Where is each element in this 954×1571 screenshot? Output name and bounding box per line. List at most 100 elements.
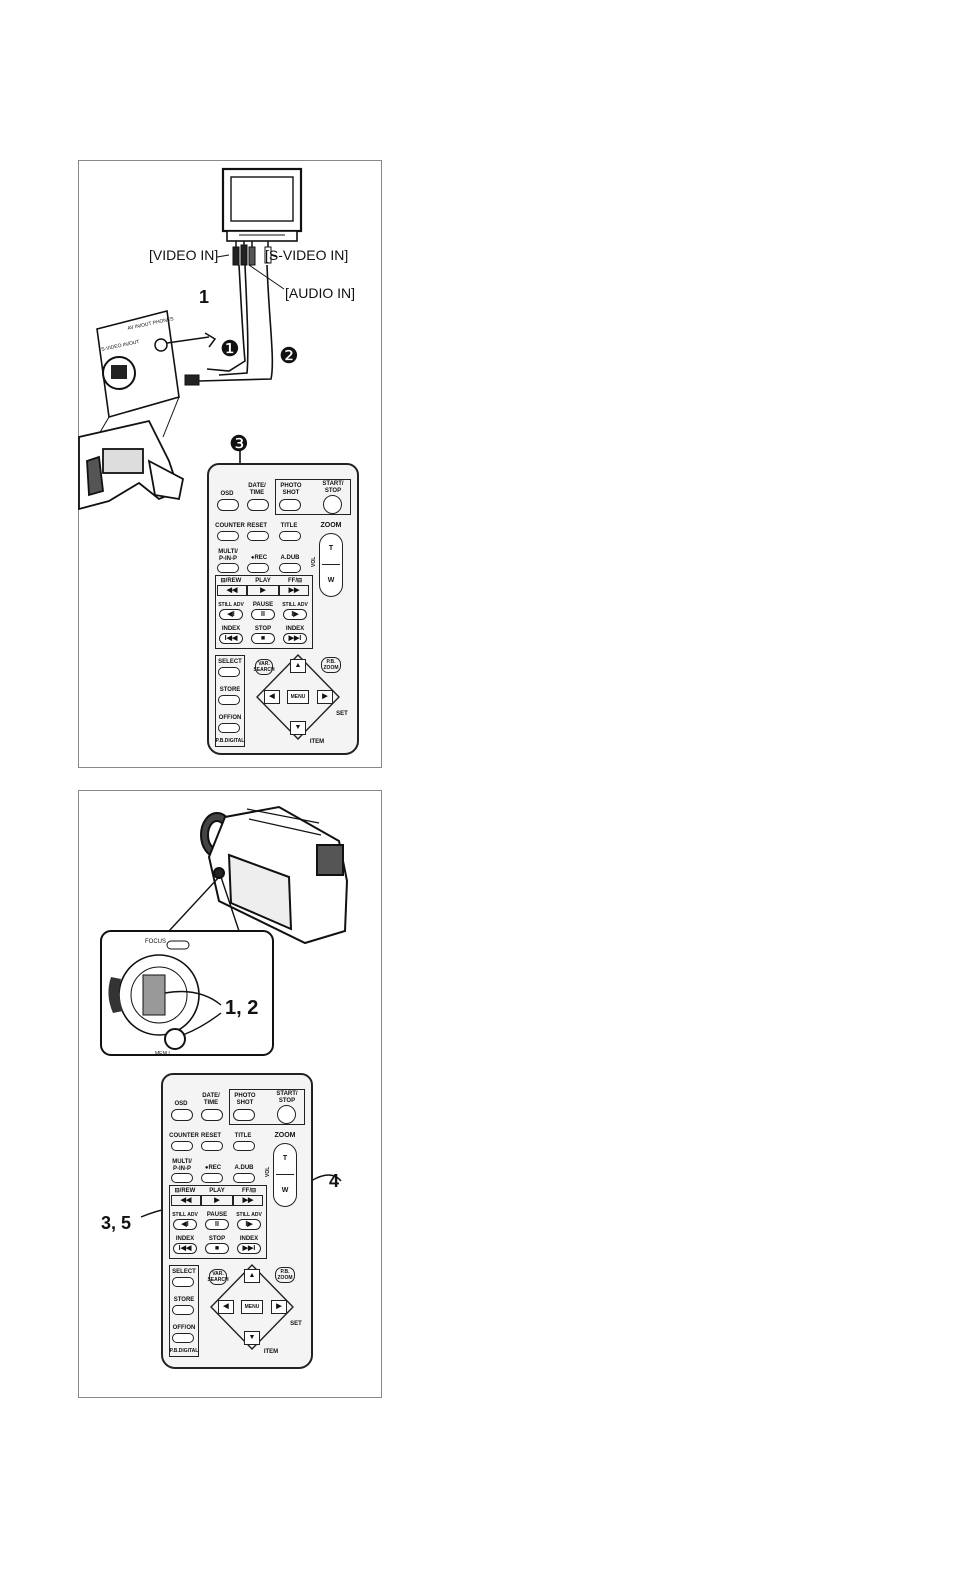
- vol-label: VOL: [311, 556, 317, 567]
- photo-shot-button[interactable]: [233, 1109, 255, 1121]
- store-label: STORE: [219, 687, 241, 693]
- connection-illustration: [78, 167, 303, 511]
- counter-button[interactable]: [217, 531, 239, 541]
- off-on-button[interactable]: [172, 1333, 194, 1343]
- callout-1: ❶: [220, 336, 240, 361]
- var-search-label-2: SEARCH: [207, 1277, 229, 1283]
- dpad-up-button[interactable]: ▲: [290, 659, 306, 673]
- dpad-up-button[interactable]: ▲: [244, 1269, 260, 1283]
- index-back-button[interactable]: I◀◀: [173, 1243, 197, 1254]
- av-cable: [198, 264, 274, 382]
- pause-button[interactable]: II: [251, 609, 275, 620]
- title-button[interactable]: [233, 1141, 255, 1151]
- left-column-group: [169, 1265, 199, 1357]
- multi-pinp-button[interactable]: [171, 1173, 193, 1183]
- pb-digital-label: P.B.DIGITAL: [215, 738, 245, 744]
- vol-label: VOL: [265, 1166, 271, 1177]
- still-adv-left-label: STILL ADV: [218, 602, 244, 608]
- step-3-5-label: 3, 5: [101, 1213, 132, 1233]
- rew-button[interactable]: ◀◀: [217, 585, 247, 596]
- dpad-right-button[interactable]: ▶: [271, 1300, 287, 1314]
- date-time-button[interactable]: [201, 1109, 223, 1121]
- ff-button[interactable]: ▶▶: [279, 585, 309, 596]
- s-video-in-label: [S-VIDEO IN]: [265, 247, 349, 263]
- zoom-rocker[interactable]: T W: [319, 533, 343, 597]
- date-time-label-1: DATE/: [202, 1093, 220, 1099]
- focus-label: FOCUS: [145, 939, 166, 945]
- pb-zoom-button[interactable]: [321, 657, 341, 673]
- transport-group: [215, 575, 313, 649]
- pb-zoom-label-2: ZOOM: [277, 1275, 293, 1281]
- stop-button[interactable]: ■: [251, 633, 275, 644]
- remote-control: OSD DATE/ TIME PHOTO SHOT START/ STOP CO…: [161, 1073, 313, 1369]
- transport-group: [169, 1185, 267, 1259]
- item-label: ITEM: [309, 739, 325, 745]
- menu-button[interactable]: MENU: [287, 690, 309, 704]
- still-adv-fwd-button[interactable]: I▶: [237, 1219, 261, 1230]
- osd-button[interactable]: [217, 499, 239, 511]
- still-adv-back-button[interactable]: ◀I: [173, 1219, 197, 1230]
- osd-button[interactable]: [171, 1109, 193, 1121]
- rec-button[interactable]: [247, 563, 269, 573]
- pb-zoom-label-2: ZOOM: [323, 665, 339, 671]
- index-fwd-button[interactable]: ▶▶I: [283, 633, 307, 644]
- off-on-label: OFF/ON: [172, 1325, 196, 1331]
- stop-button[interactable]: ■: [205, 1243, 229, 1254]
- index-back-button[interactable]: I◀◀: [219, 633, 243, 644]
- title-button[interactable]: [279, 531, 301, 541]
- a-dub-button[interactable]: [233, 1173, 255, 1183]
- photo-start-group: [229, 1089, 305, 1125]
- pause-button[interactable]: II: [205, 1219, 229, 1230]
- select-button[interactable]: [218, 667, 240, 677]
- callout-3: ❸: [229, 431, 249, 456]
- ff-button[interactable]: ▶▶: [233, 1195, 263, 1206]
- counter-label: COUNTER: [169, 1133, 199, 1139]
- title-label: TITLE: [234, 1133, 252, 1139]
- off-on-button[interactable]: [218, 723, 240, 733]
- still-adv-right-label: STILL ADV: [236, 1212, 262, 1218]
- camcorder-icon: [78, 419, 185, 511]
- zoom-rocker[interactable]: T W: [273, 1143, 297, 1207]
- set-label: SET: [336, 711, 348, 717]
- store-label: STORE: [173, 1297, 195, 1303]
- counter-button[interactable]: [171, 1141, 193, 1151]
- start-stop-button[interactable]: [277, 1105, 296, 1124]
- dpad-right-button[interactable]: ▶: [317, 690, 333, 704]
- rec-button[interactable]: [201, 1173, 223, 1183]
- var-search-button[interactable]: [209, 1269, 227, 1285]
- play-label: PLAY: [255, 578, 271, 584]
- reset-label: RESET: [200, 1133, 221, 1139]
- reset-button[interactable]: [247, 531, 269, 541]
- title-label: TITLE: [280, 523, 298, 529]
- dpad-down-button[interactable]: ▼: [290, 721, 306, 735]
- reset-button[interactable]: [201, 1141, 223, 1151]
- rew-label: ⊟/REW: [174, 1188, 196, 1194]
- photo-shot-label-2: SHOT: [236, 1100, 254, 1106]
- var-search-button[interactable]: [255, 659, 273, 675]
- still-adv-fwd-button[interactable]: I▶: [283, 609, 307, 620]
- start-stop-label-2: STOP: [278, 1098, 296, 1104]
- figure-tv-connection: [VIDEO IN] [S-VIDEO IN] [AUDIO IN] 1 ❶ ❷…: [78, 160, 382, 768]
- start-stop-button[interactable]: [323, 495, 342, 514]
- menu-button[interactable]: MENU: [241, 1300, 263, 1314]
- multi-pinp-button[interactable]: [217, 563, 239, 573]
- select-button[interactable]: [172, 1277, 194, 1287]
- store-button[interactable]: [218, 695, 240, 705]
- store-button[interactable]: [172, 1305, 194, 1315]
- dpad-left-button[interactable]: ◀: [218, 1300, 234, 1314]
- index-fwd-button[interactable]: ▶▶I: [237, 1243, 261, 1254]
- a-dub-button[interactable]: [279, 563, 301, 573]
- photo-shot-button[interactable]: [279, 499, 301, 511]
- dpad-down-button[interactable]: ▼: [244, 1331, 260, 1345]
- audio-in-label: [AUDIO IN]: [285, 285, 356, 301]
- play-button[interactable]: ▶: [201, 1195, 233, 1206]
- play-label: PLAY: [209, 1188, 225, 1194]
- select-label: SELECT: [218, 659, 242, 665]
- zoom-label: ZOOM: [274, 1132, 296, 1139]
- rew-button[interactable]: ◀◀: [171, 1195, 201, 1206]
- still-adv-back-button[interactable]: ◀I: [219, 609, 243, 620]
- pb-zoom-button[interactable]: [275, 1267, 295, 1283]
- dpad-left-button[interactable]: ◀: [264, 690, 280, 704]
- play-button[interactable]: ▶: [247, 585, 279, 596]
- date-time-button[interactable]: [247, 499, 269, 511]
